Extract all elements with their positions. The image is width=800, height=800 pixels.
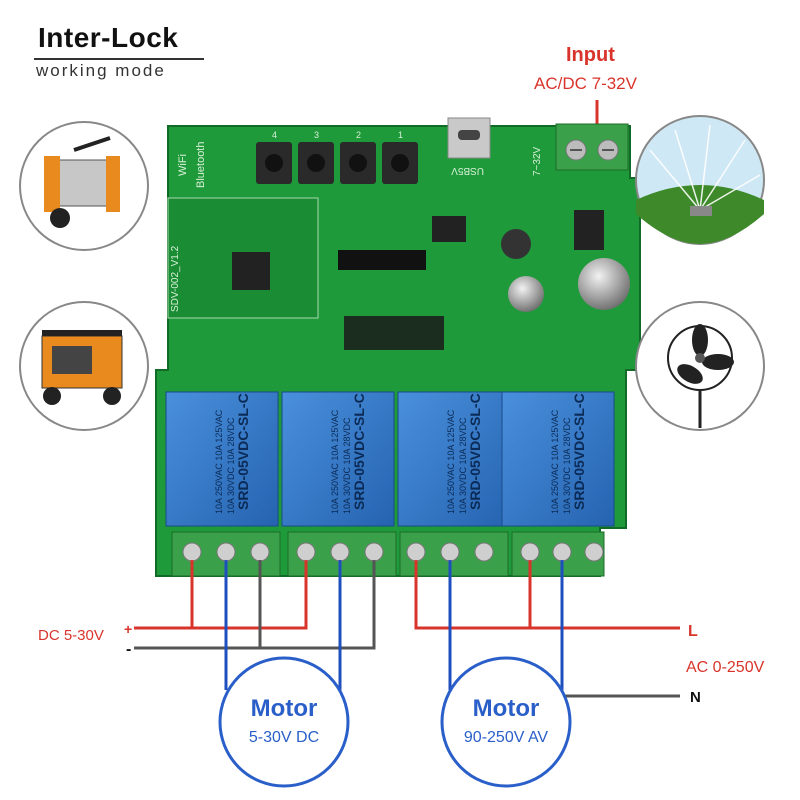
relay-model: SRD-05VDC-SL-C — [235, 393, 251, 510]
relay-rating-2: 10A 30VDC 10A 28VDC — [458, 417, 468, 514]
button-1: 4 — [256, 130, 292, 184]
wires — [134, 560, 680, 698]
relay-model: SRD-05VDC-SL-C — [467, 393, 483, 510]
relay-4: SRD-05VDC-SL-C 10A 250VAC 10A 125VAC 10A… — [501, 391, 615, 527]
button-2: 3 — [298, 130, 334, 184]
relay-rating-1: 10A 250VAC 10A 125VAC — [446, 409, 456, 514]
button-number: 2 — [356, 130, 361, 140]
pin-header — [338, 250, 426, 270]
motor-ac: Motor 90-250V AV — [440, 656, 572, 788]
live-label: L — [688, 623, 698, 640]
button-number: 3 — [314, 130, 319, 140]
relay-terminals — [171, 531, 605, 577]
motor-spec: 90-250V AV — [464, 729, 549, 746]
sprinkler-icon — [635, 115, 765, 245]
dc-plus-label: + — [124, 621, 132, 637]
motor-title: Motor — [473, 695, 540, 722]
wifi-label: WiFi — [177, 154, 189, 176]
usb-label: USB5V — [451, 165, 484, 176]
button-4: 1 — [382, 130, 418, 184]
diagram-title: Inter-Lock — [38, 22, 179, 53]
neutral-label: N — [690, 689, 701, 706]
relay-rating-2: 10A 30VDC 10A 28VDC — [342, 417, 352, 514]
pressure-washer-icon — [19, 121, 149, 251]
button-number: 1 — [398, 130, 403, 140]
relay-rating-2: 10A 30VDC 10A 28VDC — [562, 417, 572, 514]
mosfet-chip — [574, 210, 604, 250]
motor-dc: Motor 5-30V DC — [218, 656, 350, 788]
title-underline — [34, 58, 204, 60]
button-number: 4 — [272, 130, 277, 140]
power-input-terminal — [555, 123, 629, 171]
input-title: Input — [566, 44, 615, 66]
diagram-subtitle: working mode — [36, 61, 166, 80]
relay-model: SRD-05VDC-SL-C — [571, 393, 587, 510]
motor-title: Motor — [251, 695, 318, 722]
input-range: AC/DC 7-32V — [534, 74, 637, 93]
dc-range-label: DC 5-30V — [38, 627, 104, 644]
fan-icon — [635, 301, 765, 431]
dc-minus-label: - — [126, 641, 131, 658]
motor-spec: 5-30V DC — [249, 729, 319, 746]
relay-rating-1: 10A 250VAC 10A 125VAC — [330, 409, 340, 514]
relay-1: SRD-05VDC-SL-C 10A 250VAC 10A 125VAC 10A… — [165, 391, 279, 527]
capacitor-small — [508, 276, 544, 312]
relay-model: SRD-05VDC-SL-C — [351, 393, 367, 510]
relay-2: SRD-05VDC-SL-C 10A 250VAC 10A 125VAC 10A… — [281, 391, 395, 527]
voltage-label: 7~32V — [532, 146, 543, 176]
bluetooth-label: Bluetooth — [195, 142, 207, 188]
relay-rating-2: 10A 30VDC 10A 28VDC — [226, 417, 236, 514]
transistor-array — [344, 316, 444, 350]
generator-icon — [19, 301, 149, 431]
ac-range-label: AC 0-250V — [686, 659, 765, 676]
relay-3: SRD-05VDC-SL-C 10A 250VAC 10A 125VAC 10A… — [397, 391, 511, 527]
relay-rating-1: 10A 250VAC 10A 125VAC — [550, 409, 560, 514]
relay-rating-1: 10A 250VAC 10A 125VAC — [214, 409, 224, 514]
capacitor-large — [578, 258, 630, 310]
inductor — [501, 229, 531, 259]
regulator-chip — [432, 216, 466, 242]
module-chip — [232, 252, 270, 290]
button-3: 2 — [340, 130, 376, 184]
module-label: SDV-002_V1.2 — [170, 245, 181, 312]
